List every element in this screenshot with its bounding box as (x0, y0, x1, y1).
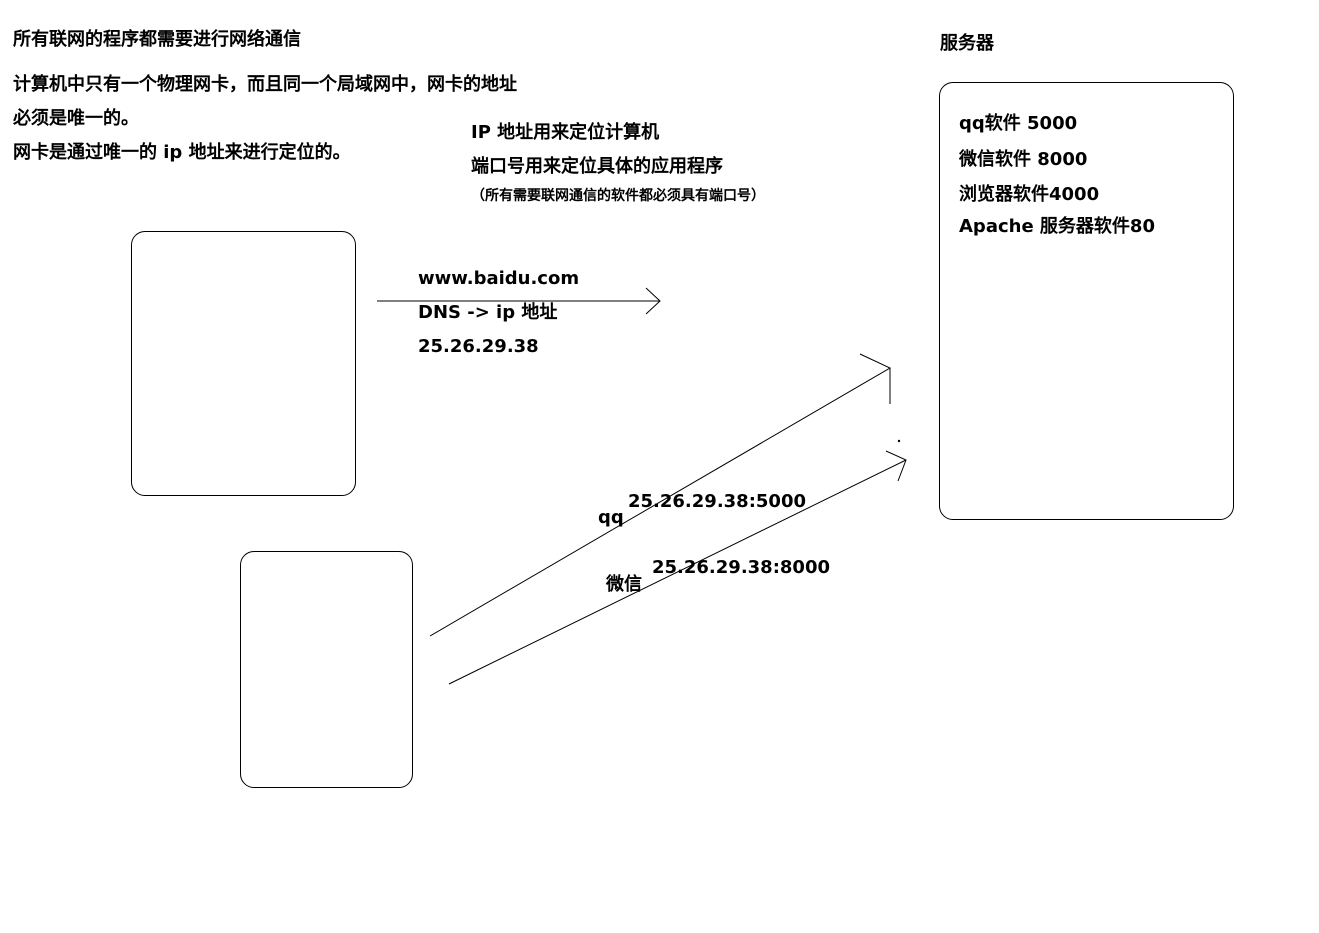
dns-arrow-head (645, 287, 661, 315)
server-title: 服务器 (940, 33, 994, 54)
stray-dot (897, 439, 901, 443)
server-app-browser: 浏览器软件4000 (959, 184, 1100, 205)
qq-arrow-head (859, 353, 891, 404)
connection-app-qq: qq (598, 507, 624, 528)
server-app-qq: qq软件 5000 (959, 113, 1078, 134)
request-dns: DNS -> ip 地址 (418, 302, 558, 323)
connection-app-wechat: 微信 (606, 574, 642, 595)
concept-ip: IP 地址用来定位计算机 (471, 122, 660, 143)
server-app-apache: Apache 服务器软件80 (959, 216, 1155, 237)
qq-arrow-line (429, 367, 891, 637)
note-line-must-unique: 必须是唯一的。 (13, 108, 139, 129)
request-domain: www.baidu.com (418, 268, 580, 289)
wechat-arrow-head (885, 450, 907, 482)
connection-address-qq: 25.26.29.38:5000 (628, 491, 807, 512)
diagram-title: 所有联网的程序都需要进行网络通信 (13, 29, 301, 50)
concept-port-note: （所有需要联网通信的软件都必须具有端口号） (471, 188, 765, 204)
note-line-ip-locate: 网卡是通过唯一的 ip 地址来进行定位的。 (13, 142, 351, 163)
server-box (939, 82, 1234, 520)
wechat-arrow-line (448, 459, 907, 685)
request-ip: 25.26.29.38 (418, 336, 539, 357)
note-line-nic-unique: 计算机中只有一个物理网卡，而且同一个局域网中，网卡的地址 (13, 74, 517, 95)
concept-port: 端口号用来定位具体的应用程序 (471, 156, 723, 177)
client-phone-box (240, 551, 413, 788)
client-computer-box (131, 231, 356, 496)
server-app-wechat: 微信软件 8000 (959, 149, 1088, 170)
